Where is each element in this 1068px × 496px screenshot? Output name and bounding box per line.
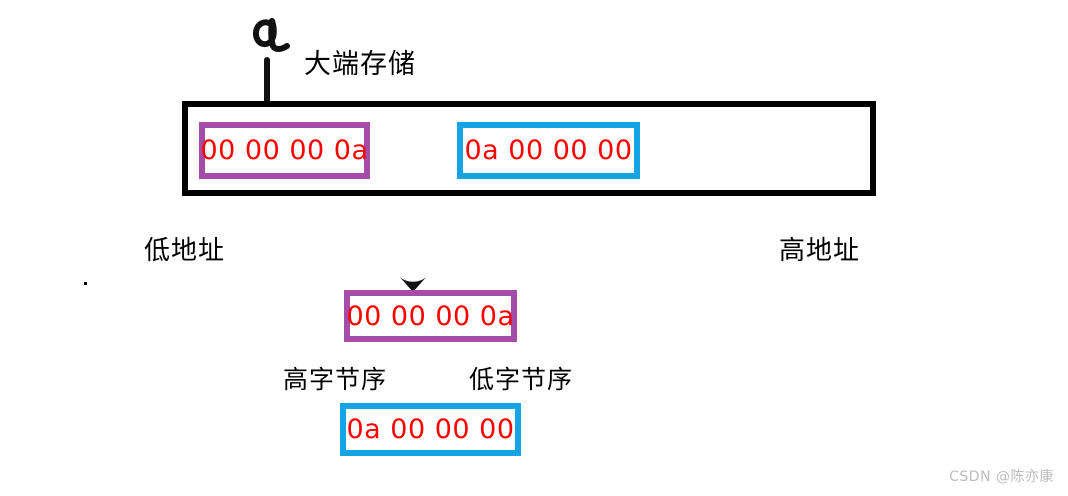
ink-dot-artifact [84,282,87,285]
diagram-title: 大端存储 [304,49,416,80]
high-address-label: 高地址 [779,236,861,266]
high-byte-order-label: 高字节序 [283,365,388,394]
memory-cell-little-endian-value: 0a 00 00 00 [464,135,633,166]
detail-big-endian-box: 00 00 00 0a [344,290,517,342]
watermark: CSDN @陈亦康 [949,469,1054,485]
memory-cell-big-endian: 00 00 00 0a [199,122,370,179]
memory-cell-little-endian: 0a 00 00 00 [457,122,640,179]
low-address-label: 低地址 [144,236,226,266]
low-byte-order-label: 低字节序 [469,365,574,394]
detail-big-endian-value: 00 00 00 0a [346,300,515,332]
memory-cell-big-endian-value: 00 00 00 0a [200,135,369,166]
detail-little-endian-value: 0a 00 00 00 [346,414,515,445]
detail-little-endian-box: 0a 00 00 00 [340,403,521,456]
